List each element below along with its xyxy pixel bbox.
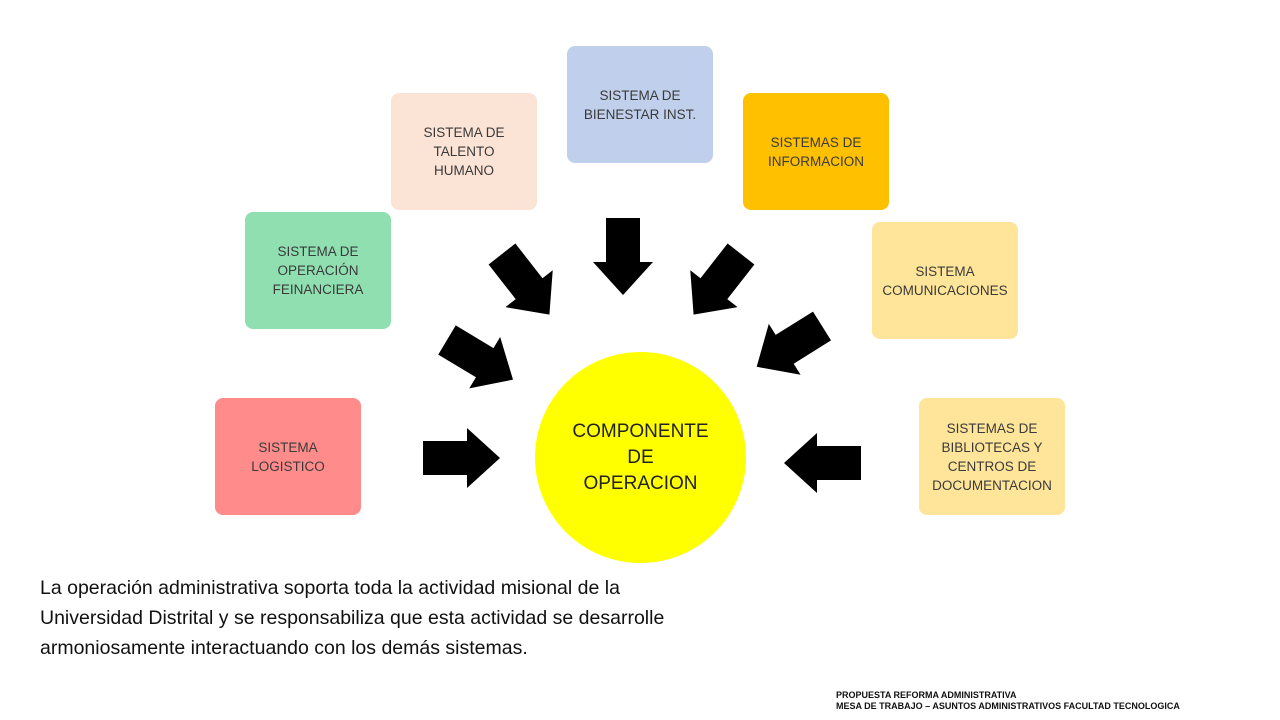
arrow-from-financiera — [438, 325, 514, 389]
system-box-financiera: SISTEMA DE OPERACIÓN FEINANCIERA — [245, 212, 391, 329]
system-box-bibliotecas: SISTEMAS DE BIBLIOTECAS Y CENTROS DE DOC… — [919, 398, 1065, 515]
system-box-informacion: SISTEMAS DE INFORMACION — [743, 93, 889, 210]
arrow-from-logistico — [423, 428, 500, 488]
system-box-bienestar: SISTEMA DE BIENESTAR INST. — [567, 46, 713, 163]
arrow-from-comunicaciones — [756, 311, 832, 375]
arrow-from-talento-humano — [488, 243, 553, 315]
footer-line-1: PROPUESTA REFORMA ADMINISTRATIVA — [836, 690, 1017, 700]
arrow-from-informacion — [690, 243, 755, 315]
center-component-circle: COMPONENTE DE OPERACION — [535, 352, 746, 563]
footer: PROPUESTA REFORMA ADMINISTRATIVA MESA DE… — [836, 690, 1276, 712]
footer-line-2: MESA DE TRABAJO – ASUNTOS ADMINISTRATIVO… — [836, 701, 1180, 711]
system-box-logistico: SISTEMA LOGISTICO — [215, 398, 361, 515]
arrow-from-bienestar — [593, 218, 653, 295]
description-paragraph: La operación administrativa soporta toda… — [40, 577, 665, 659]
arrow-from-bibliotecas — [784, 433, 861, 493]
system-box-comunicaciones: SISTEMA COMUNICACIONES — [872, 222, 1018, 339]
system-box-talento-humano: SISTEMA DE TALENTO HUMANO — [391, 93, 537, 210]
